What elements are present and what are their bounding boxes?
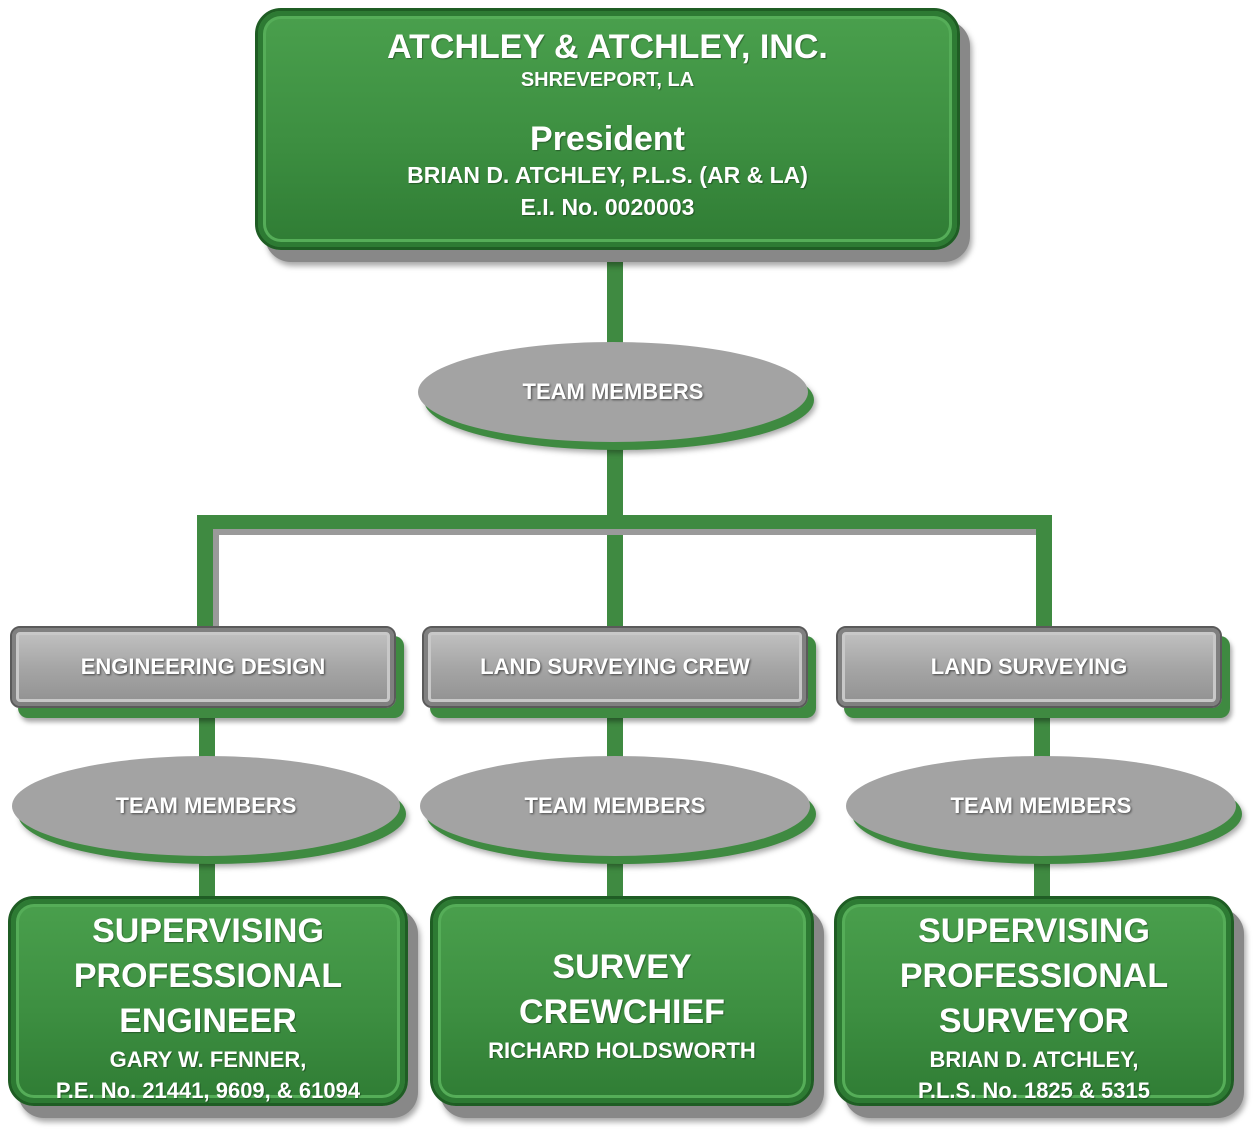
department-box-surveying-crew: LAND SURVEYING CREW [422, 626, 808, 708]
president-title: President [530, 120, 685, 158]
connector-left-vertical [197, 515, 213, 635]
person-license: P.E. No. 21441, 9609, & 61094 [55, 1078, 361, 1103]
team-members-label: TEAM MEMBERS [115, 793, 297, 818]
department-label: ENGINEERING DESIGN [80, 654, 326, 679]
connector-left-shadow [213, 529, 219, 635]
team-members-ellipse-surveying-crew: TEAM MEMBERS [420, 756, 810, 856]
department-label: LAND SURVEYING CREW [480, 654, 750, 679]
president-name: BRIAN D. ATCHLEY, P.L.S. (AR & LA) [407, 162, 808, 188]
company-location: SHREVEPORT, LA [520, 69, 695, 91]
supervising-surveyor-box: SUPERVISING PROFESSIONAL SURVEYOR BRIAN … [834, 896, 1234, 1106]
team-members-ellipse-top: TEAM MEMBERS [418, 342, 808, 442]
team-members-ellipse-engineering: TEAM MEMBERS [12, 756, 400, 856]
team-members-label: TEAM MEMBERS [950, 793, 1132, 818]
connector-right-vertical [1036, 515, 1052, 635]
role-line: SUPERVISING [918, 912, 1150, 950]
department-box-land-surveying: LAND SURVEYING [836, 626, 1222, 708]
person-name: RICHARD HOLDSWORTH [488, 1038, 756, 1063]
role-line: SURVEY [552, 948, 692, 986]
person-license: P.L.S. No. 1825 & 5315 [918, 1078, 1150, 1103]
department-label: LAND SURVEYING [930, 654, 1128, 679]
president-license: E.I. No. 0020003 [520, 194, 695, 220]
person-name: GARY W. FENNER, [109, 1047, 307, 1072]
role-line: PROFESSIONAL [899, 957, 1169, 995]
president-box: ATCHLEY & ATCHLEY, INC. SHREVEPORT, LA P… [255, 8, 960, 250]
role-line: SUPERVISING [92, 912, 324, 950]
connector-horizontal-bar [197, 515, 1052, 529]
person-name: BRIAN D. ATCHLEY, [929, 1047, 1139, 1072]
role-line: CREWCHIEF [519, 993, 725, 1031]
role-line: SURVEYOR [938, 1002, 1130, 1040]
role-line: ENGINEER [119, 1002, 297, 1040]
role-line: PROFESSIONAL [73, 957, 343, 995]
team-members-label: TEAM MEMBERS [522, 379, 704, 404]
connector-horizontal-shadow [211, 529, 1038, 535]
team-members-ellipse-land-surveying: TEAM MEMBERS [846, 756, 1236, 856]
department-box-engineering: ENGINEERING DESIGN [10, 626, 396, 708]
supervising-engineer-box: SUPERVISING PROFESSIONAL ENGINEER GARY W… [8, 896, 408, 1106]
survey-crewchief-box: SURVEY CREWCHIEF RICHARD HOLDSWORTH [430, 896, 814, 1106]
team-members-label: TEAM MEMBERS [524, 793, 706, 818]
connector-top-vertical [607, 255, 623, 365]
company-name: ATCHLEY & ATCHLEY, INC. [387, 28, 828, 66]
